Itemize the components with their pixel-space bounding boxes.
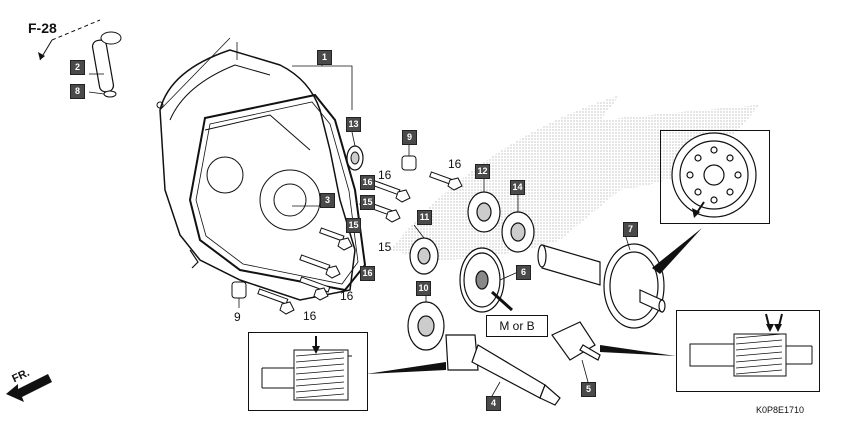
callout-11: 11 — [417, 210, 432, 225]
fastener-note-box: M or B — [486, 315, 548, 337]
callout-10: 10 — [416, 281, 431, 296]
label-16-upper: 16 — [448, 157, 462, 171]
label-16-right: 16 — [340, 289, 354, 303]
section-reference: F-28 — [28, 20, 57, 36]
callout-6: 6 — [516, 265, 531, 280]
callout-14: 14 — [510, 180, 525, 195]
callout-15: 15 — [346, 218, 361, 233]
callout-2: 2 — [70, 60, 85, 75]
callout-3: 3 — [320, 193, 335, 208]
callout-9: 9 — [402, 130, 417, 145]
label-9-lower: 9 — [234, 310, 241, 324]
catalog-code: K0P8E1710 — [756, 405, 805, 415]
callout-16-box-c: 16 — [360, 175, 375, 190]
label-16-mid: 16 — [378, 168, 392, 182]
callout-5: 5 — [581, 382, 596, 397]
label-16-bottom: 16 — [303, 309, 317, 323]
inset-gear-teeth-left — [248, 332, 368, 411]
callout-13: 13 — [346, 117, 361, 132]
callout-7: 7 — [623, 222, 638, 237]
label-15: 15 — [378, 240, 392, 254]
callout-15-box-b: 15 — [360, 195, 375, 210]
callout-12: 12 — [475, 164, 490, 179]
inset-gear-face — [660, 130, 770, 224]
callout-1: 1 — [317, 50, 332, 65]
callout-4: 4 — [486, 396, 501, 411]
callout-16-box-a: 16 — [360, 266, 375, 281]
callout-8: 8 — [70, 84, 85, 99]
inset-gear-teeth-right — [676, 310, 820, 392]
